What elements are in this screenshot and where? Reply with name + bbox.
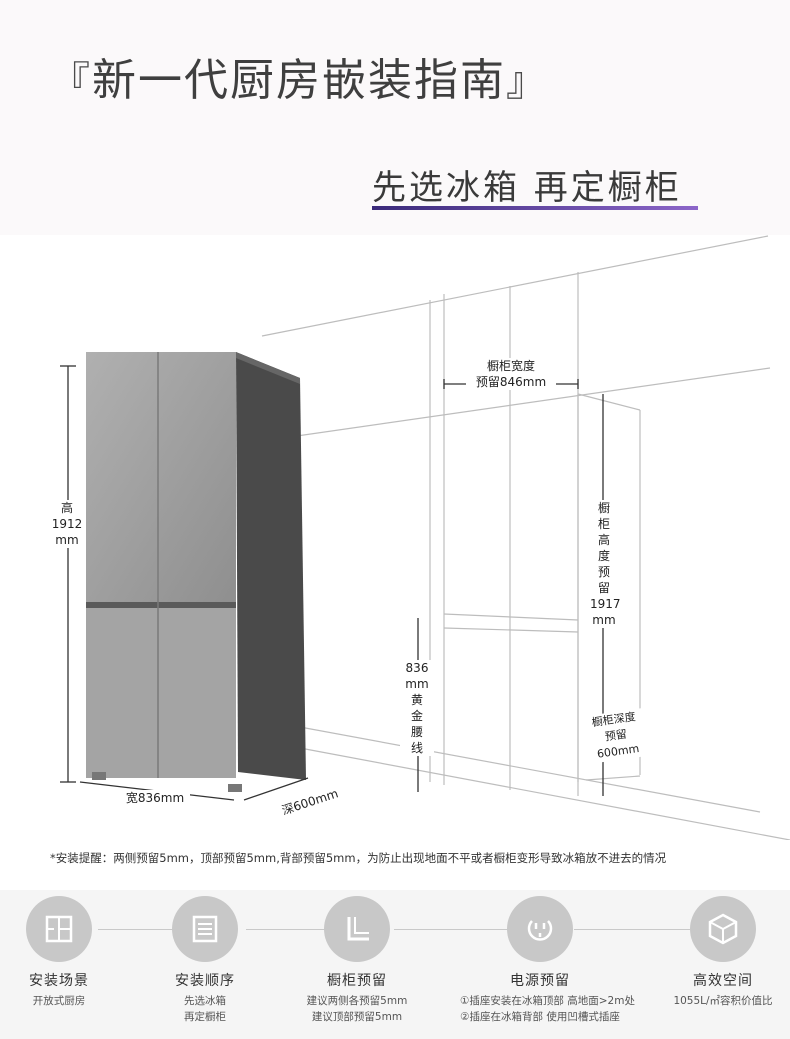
cabinet-depth-label: 橱柜深度预留600mm (580, 707, 652, 765)
subtitle: 先选冰箱 再定橱柜 (372, 168, 682, 208)
refrigerator (86, 352, 306, 792)
features-row: 安装场景 开放式厨房 安装顺序 先选冰箱 再定橱柜 橱柜预留 建议两侧各预留5m… (0, 890, 790, 1039)
list-icon (172, 896, 238, 962)
divider (574, 929, 690, 930)
fridge-width-label: 宽836mm (120, 790, 190, 806)
cube-icon (690, 896, 756, 962)
power-socket-icon (507, 896, 573, 962)
subtitle-underline (372, 206, 698, 210)
installation-illustration (60, 235, 790, 840)
cabinet-corner-icon (324, 896, 390, 962)
feature-power-reserve: 电源预留 ①插座安装在冰箱顶部 高地面>2m处 ②插座在冰箱背部 使用凹槽式插座 (460, 890, 635, 1025)
page-title: 『新一代厨房嵌装指南』 (50, 55, 548, 106)
divider (98, 929, 178, 930)
divider (394, 929, 508, 930)
installation-note: *安装提醒：两侧预留5mm，顶部预留5mm,背部预留5mm，为防止出现地面不平或… (50, 851, 667, 865)
cabinet-width-label: 橱柜宽度预留846mm (466, 358, 556, 390)
feature-cabinet-reserve: 橱柜预留 建议两侧各预留5mm 建议顶部预留5mm (282, 890, 432, 1025)
feature-install-order: 安装顺序 先选冰箱 再定橱柜 (130, 890, 280, 1025)
feature-install-scene: 安装场景 开放式厨房 (0, 890, 134, 1009)
feature-efficient-space: 高效空间 1055L/㎡容积价值比 (648, 890, 790, 1009)
floorplan-icon (26, 896, 92, 962)
divider (246, 929, 326, 930)
